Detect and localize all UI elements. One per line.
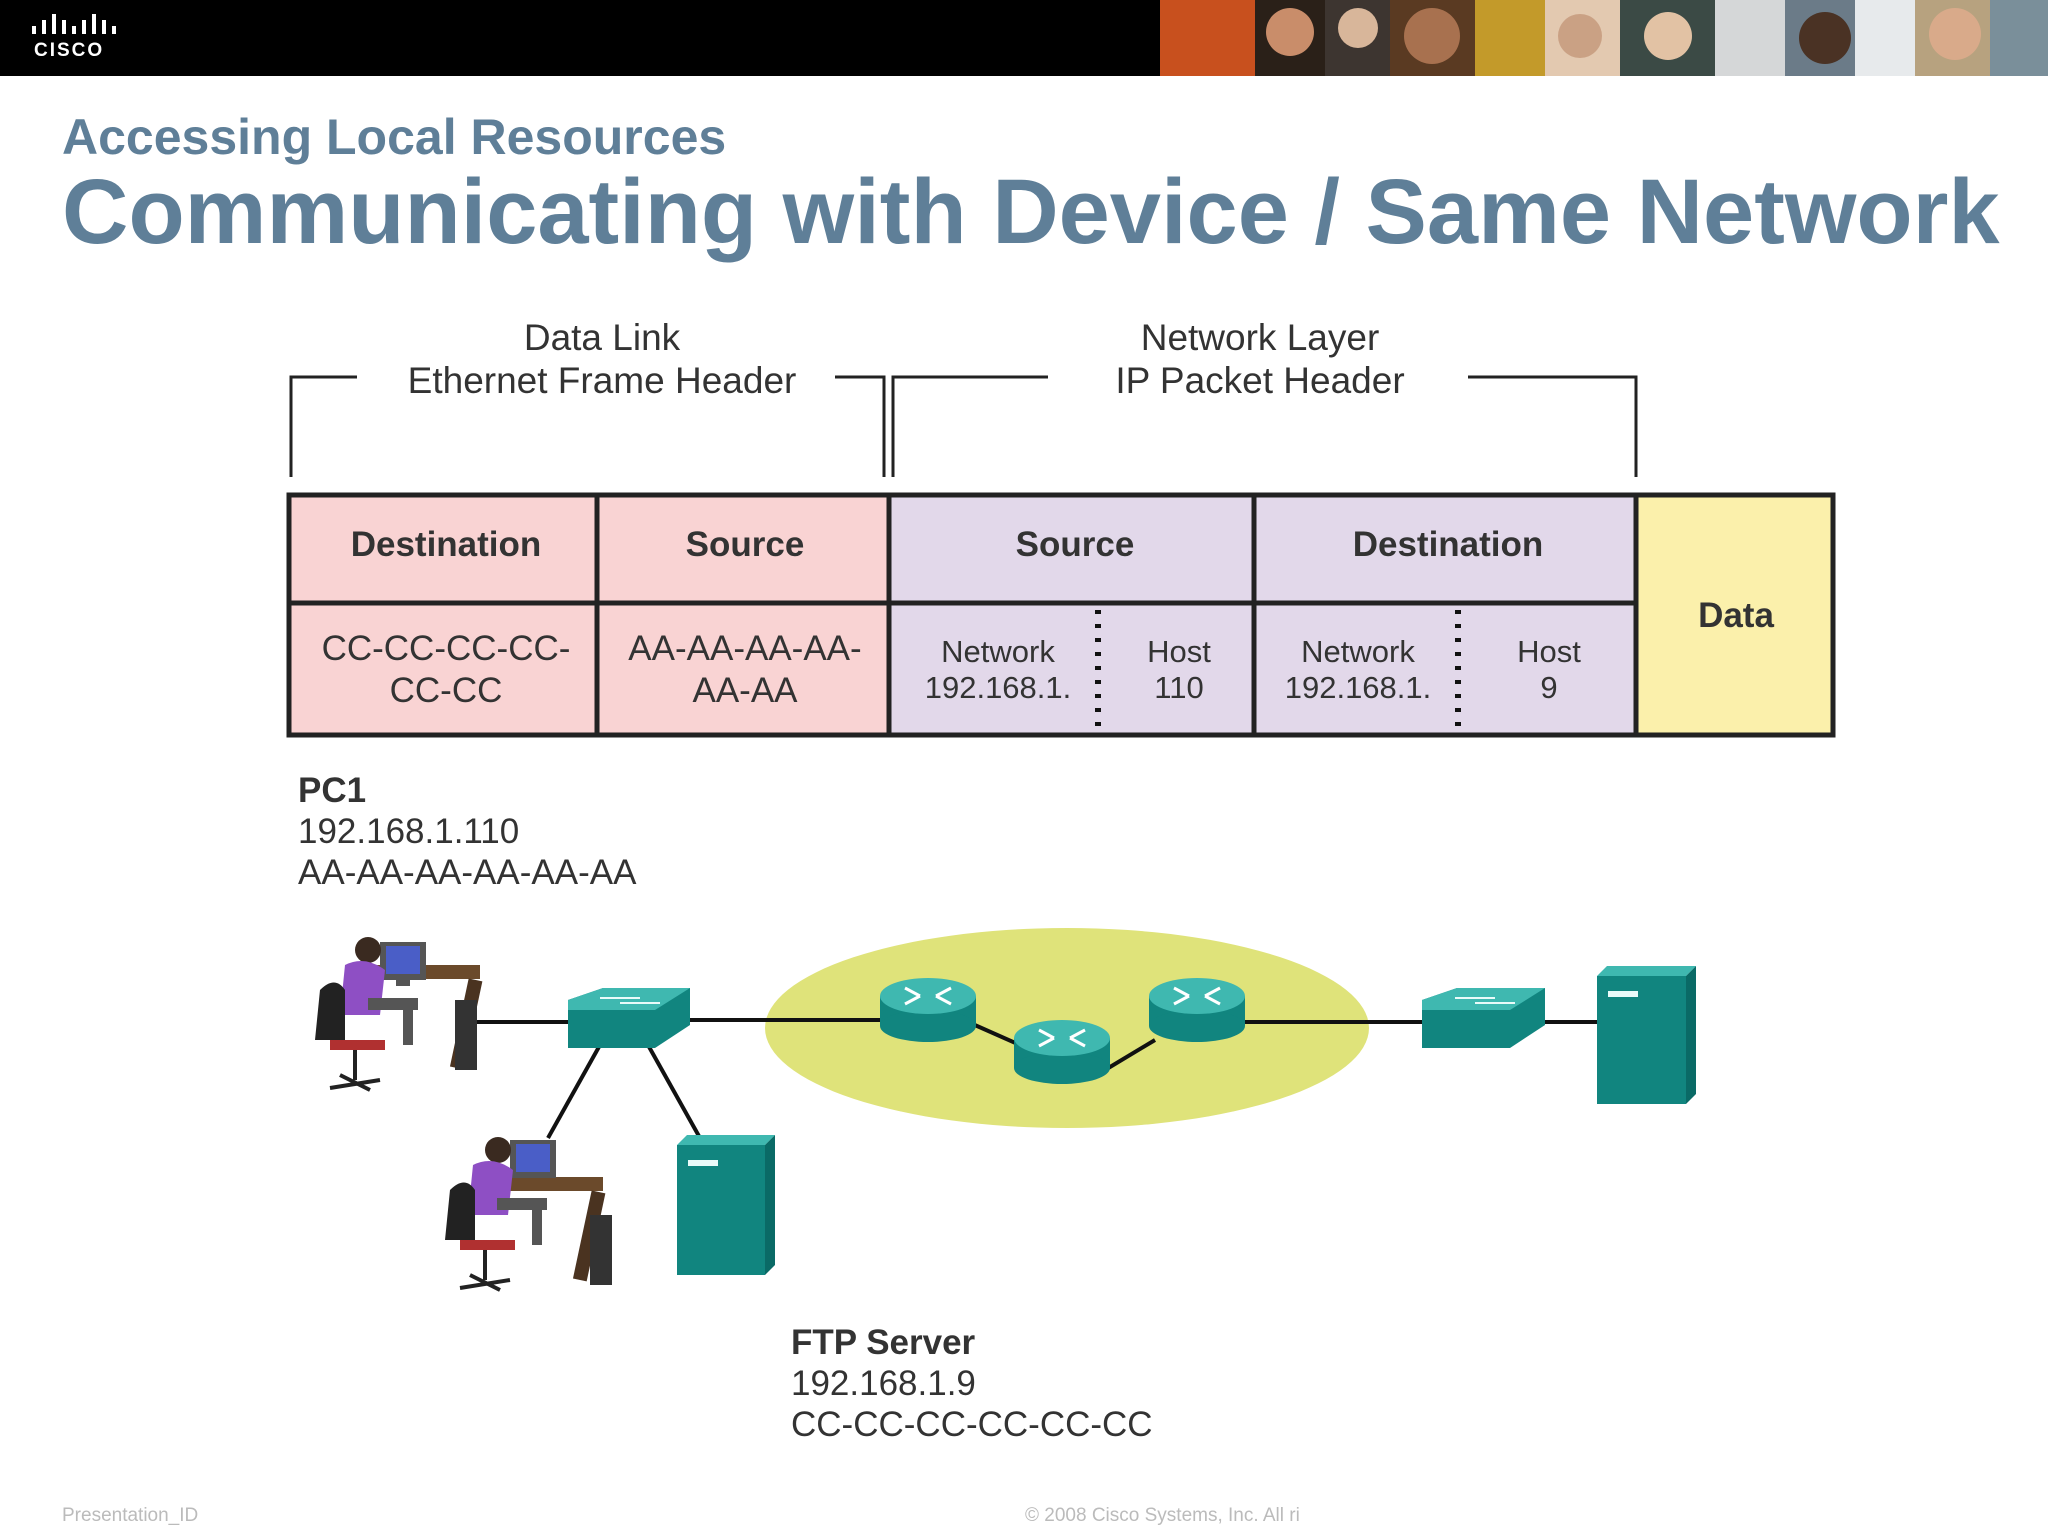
ip-header-label: IP Packet Header [1115, 360, 1404, 401]
ip-destination-network-label: Network [1301, 634, 1415, 669]
eth-destination-header: Destination [351, 525, 542, 564]
router-icon [1014, 1020, 1110, 1084]
switch-icon [568, 988, 690, 1048]
pc1-ip: 192.168.1.110 [298, 812, 520, 851]
slide-subtitle: Accessing Local Resources [62, 109, 727, 165]
ip-destination-network-value: 192.168.1. [1285, 670, 1432, 705]
ftp-server-name: FTP Server [791, 1323, 976, 1362]
eth-source-mac-line1: AA-AA-AA-AA- [628, 629, 861, 668]
footer-presentation-id: Presentation_ID [62, 1505, 199, 1526]
data-label: Data [1698, 596, 1774, 635]
ip-source-host-value: 110 [1154, 670, 1203, 705]
footer-copyright: © 2008 Cisco Systems, Inc. All ri [1025, 1505, 1300, 1526]
ftp-server-info: FTP Server 192.168.1.9 CC-CC-CC-CC-CC-CC [791, 1322, 1153, 1445]
eth-source-mac-line2: AA-AA [692, 671, 798, 710]
logo-wordmark: CISCO [34, 40, 105, 61]
network-layer-label: Network Layer [1141, 317, 1380, 358]
data-link-label: Data Link [524, 317, 681, 358]
top-banner: CISCO [0, 0, 2048, 76]
pc-workstation-icon [445, 1137, 612, 1292]
ftp-server-mac: CC-CC-CC-CC-CC-CC [791, 1405, 1153, 1444]
ethernet-header-label: Ethernet Frame Header [408, 360, 797, 401]
network-layer-bracket [891, 375, 1638, 477]
data-field [1636, 495, 1833, 735]
network-topology [315, 928, 1696, 1292]
ip-destination-host-label: Host [1517, 634, 1581, 669]
ftp-server-ip: 192.168.1.9 [791, 1364, 976, 1403]
people-photo-strip [1160, 0, 2048, 76]
ip-header-area [889, 495, 1636, 735]
server-icon [1597, 966, 1696, 1104]
ip-source-network-value: 192.168.1. [925, 670, 1072, 705]
pc1-mac: AA-AA-AA-AA-AA-AA [298, 853, 637, 892]
ethernet-header-area [289, 495, 889, 735]
ip-destination-header: Destination [1353, 525, 1544, 564]
switch-icon [1422, 988, 1545, 1048]
slide-title: Communicating with Device / Same Network [62, 161, 2000, 263]
ip-source-network-label: Network [941, 634, 1055, 669]
data-link-bracket [289, 375, 886, 477]
ip-destination-host-value: 9 [1540, 670, 1557, 705]
pc1-workstation-icon [315, 937, 483, 1092]
router-icon [880, 978, 976, 1042]
eth-source-header: Source [686, 525, 805, 564]
pc1-info: PC1 192.168.1.110 AA-AA-AA-AA-AA-AA [298, 770, 636, 893]
cisco-logo: CISCO [30, 14, 120, 64]
eth-destination-mac-line2: CC-CC [390, 671, 503, 710]
cisco-bars-icon [32, 14, 116, 34]
router-icon [1149, 978, 1245, 1042]
frame-table: Destination Source Source Destination Da… [286, 492, 1836, 738]
pc1-name: PC1 [298, 771, 367, 810]
ip-source-host-label: Host [1147, 634, 1211, 669]
ip-source-header: Source [1016, 525, 1135, 564]
server-icon [677, 1135, 775, 1275]
eth-destination-mac-line1: CC-CC-CC-CC- [322, 629, 571, 668]
